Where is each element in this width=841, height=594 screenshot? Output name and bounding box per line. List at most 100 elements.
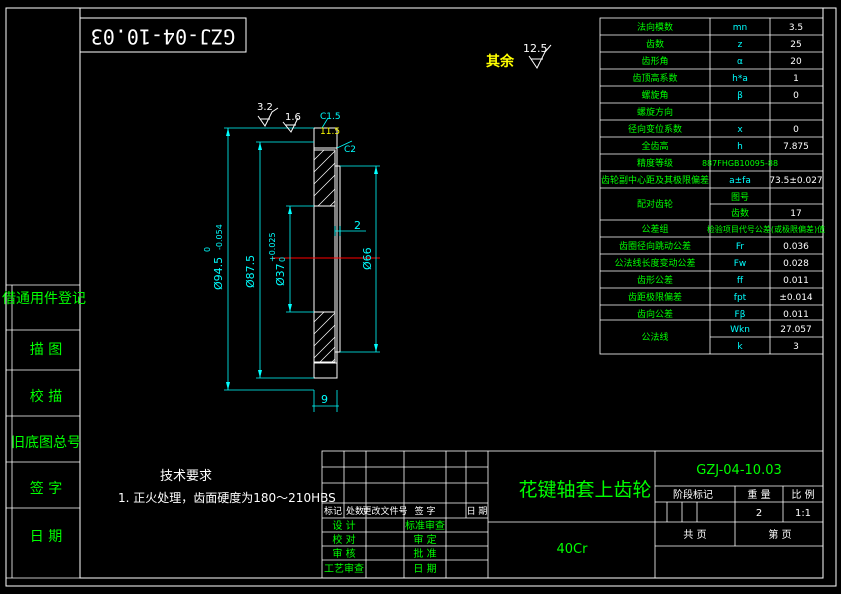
param-value: 73.5±0.027: [769, 176, 822, 186]
mating-symbol: 图号: [731, 192, 749, 203]
weight-value: 2: [756, 508, 762, 519]
title-stamp-text: GZJ-04-10.03: [91, 25, 236, 49]
param-name: 齿形角: [641, 55, 668, 67]
left-stamp-3: 校 描: [30, 388, 62, 405]
tol-name: 公法线长度变动公差: [614, 257, 695, 269]
sheets-total: 共 页: [683, 529, 706, 541]
role-standard: 标准审查: [405, 519, 445, 532]
param-value: 3.5: [789, 23, 803, 33]
mating-symbol: 齿数: [731, 207, 749, 219]
material: 40Cr: [557, 542, 589, 557]
role-design: 设 计: [332, 519, 355, 532]
param-value: 1: [793, 74, 799, 84]
tol-symbol: ff: [737, 276, 744, 286]
roughness-symbol-others: [528, 44, 552, 69]
part-name: 花键轴套上齿轮: [518, 479, 651, 501]
title-stamp-box: GZJ-04-10.03: [79, 17, 247, 53]
roughness-symbol-b: [282, 117, 299, 133]
param-symbol: β: [737, 91, 743, 101]
gear-section: [272, 127, 380, 379]
dim-37-tol-lower: 0: [278, 257, 287, 262]
param-name: 螺旋角: [641, 89, 668, 101]
left-stamp-column: [6, 284, 80, 579]
title-block: [321, 450, 824, 579]
tech-title: 技术要求: [160, 469, 212, 484]
param-value: 25: [790, 40, 801, 50]
dim-37: Ø37: [274, 263, 287, 286]
tol-symbol: fpt: [734, 293, 747, 303]
rev-header-2: 处数: [346, 505, 364, 517]
tol-name: 齿距极限偏差: [628, 291, 682, 303]
tol-symbol: Fβ: [735, 310, 746, 320]
param-name: 齿顶高系数: [632, 72, 677, 84]
param-value: 20: [790, 57, 802, 67]
param-name: 精度等级: [637, 157, 673, 169]
role-review: 审 核: [332, 547, 355, 560]
left-stamp-6: 日 期: [30, 529, 62, 545]
dim-chamfer-c2: C2: [344, 145, 356, 155]
mating-value: 17: [790, 209, 801, 219]
dim-outer-tol-upper: 0: [203, 247, 212, 252]
rev-header-5: 日 期: [467, 506, 488, 517]
role-check: 校 对: [332, 533, 355, 546]
param-symbol: mn: [733, 23, 747, 33]
dimension-lines: [224, 117, 380, 412]
tol-name: 齿圈径向跳动公差: [619, 240, 691, 252]
roughness-b-value: 1.6: [285, 112, 301, 123]
scale-value: 1:1: [795, 508, 811, 519]
tol-value: 0.011: [783, 310, 809, 320]
dimension-arrows: [226, 128, 378, 390]
tol-symbol: Fw: [734, 259, 747, 269]
dim-outer-diameter: Ø94.5: [212, 257, 225, 290]
param-value: 0: [793, 125, 799, 135]
tol-value: 0.036: [783, 242, 809, 252]
param-name: 齿数: [646, 38, 664, 50]
role-ratify: 批 准: [413, 547, 436, 560]
dim-chamfer-c15: C1.5: [320, 112, 341, 122]
tech-item-1: 1. 正火处理，齿面硬度为180～210HBS: [118, 490, 336, 505]
param-symbol: h: [737, 142, 743, 152]
common-normal-value: 3: [793, 342, 799, 352]
tol-value: 0.011: [783, 276, 809, 286]
others-roughness-label: 其余: [486, 53, 515, 70]
param-name: 径向变位系数: [628, 123, 682, 135]
param-value: 0: [793, 91, 799, 101]
left-stamp-4: 旧底图总号: [11, 435, 81, 451]
rev-header-1: 标记: [324, 505, 342, 517]
dim-66: Ø66: [361, 247, 374, 270]
sheet-number: 第 页: [768, 528, 791, 541]
param-name: 螺旋方向: [637, 106, 673, 118]
dim-37-tol-upper: +0.025: [268, 232, 277, 262]
role-approve: 审 定: [413, 533, 436, 546]
param-symbol: a±fa: [729, 176, 751, 186]
rev-header-4: 签 字: [415, 505, 436, 517]
weight-label: 重 量: [747, 488, 770, 501]
tol-group-value: 检验项目代号公差(或极限偏差)值: [707, 224, 825, 234]
param-symbol: z: [738, 40, 743, 50]
stage-label: 阶段标记: [673, 488, 713, 501]
role-date: 日 期: [413, 563, 436, 575]
common-normal-label: 公法线: [641, 331, 668, 343]
roughness-symbol-a: [257, 107, 279, 127]
common-normal-symbol: k: [737, 342, 743, 352]
param-symbol: 887FHGB10095-88: [702, 159, 778, 168]
param-symbol: x: [737, 125, 743, 135]
scale-label: 比 例: [791, 488, 814, 501]
param-value: 7.875: [783, 142, 809, 152]
tol-name: 齿形公差: [637, 274, 673, 286]
dim-width-2: 2: [354, 219, 361, 232]
left-stamp-2: 描 图: [30, 342, 62, 358]
roughness-a-value: 3.2: [257, 102, 273, 113]
param-symbol: h*a: [732, 74, 748, 84]
param-name: 法向模数: [637, 21, 673, 33]
tol-value: ±0.014: [779, 293, 813, 303]
drawing-number: GZJ-04-10.03: [696, 463, 782, 478]
dim-hub-offset: 11.5: [320, 127, 340, 137]
tol-group-label: 公差组: [641, 223, 668, 235]
others-roughness-value: 12.5: [523, 42, 548, 55]
dim-outer-tol-lower: -0.054: [215, 224, 224, 250]
param-name: 齿轮副中心距及其极限偏差: [601, 174, 709, 186]
param-table: [599, 17, 824, 355]
